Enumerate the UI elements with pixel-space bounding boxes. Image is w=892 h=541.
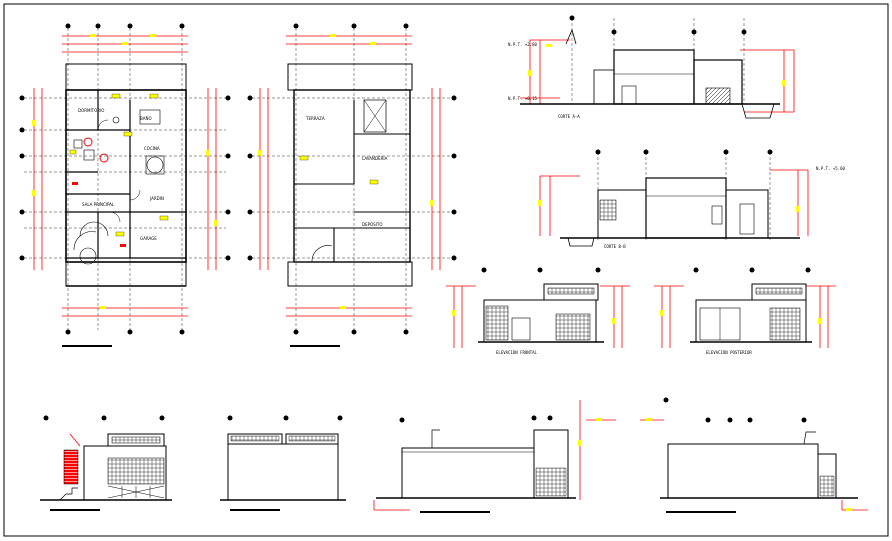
bottom-section-2: [640, 397, 868, 513]
room-label-terraza: TERRAZA: [305, 116, 325, 121]
room-label-sala: SALA PRINCIPAL: [82, 202, 115, 207]
section-b: CORTE B-B: [538, 149, 809, 249]
room-label-deposito: DEPOSITO: [362, 222, 382, 227]
room-label-cocina: COCINA: [144, 146, 160, 151]
room-label-bano: BAÑO: [140, 116, 152, 121]
elevation-front-title: ELEVACION FRONTAL: [496, 350, 538, 355]
bottom-section-1: [373, 400, 616, 513]
room-label-jardin: JARDIN: [149, 196, 164, 201]
room-label-dormitorio: DORMITORIO: [78, 108, 104, 113]
section-b-title: CORTE B-B: [604, 244, 626, 249]
room-label-garage: GARAGE: [140, 236, 157, 241]
elevation-rear-title: ELEVACION POSTERIOR: [706, 350, 752, 355]
elevation-rear: ELEVACION POSTERIOR: [654, 267, 836, 355]
ground-floor-plan: DORMITORIO BAÑO COCINA SALA PRINCIPAL JA…: [19, 23, 231, 347]
room-label-lavanderia: LAVANDERIA: [362, 156, 388, 161]
bottom-elevation-2: [220, 415, 346, 511]
upper-floor-plan: TERRAZA LAVANDERIA DEPOSITO: [247, 23, 457, 347]
bottom-elevation-1: [40, 415, 172, 511]
section-a-title: CORTE A-A: [558, 114, 580, 119]
level-tag-2: N.P.T. +2.80: [508, 42, 537, 47]
section-a: CORTE A-A: [520, 15, 795, 119]
level-tag-1: N.P.T. +0.15: [508, 96, 537, 101]
level-tag-3: N.P.T. +5.60: [816, 166, 845, 171]
elevation-front: ELEVACION FRONTAL: [446, 267, 630, 355]
sheet-border: [3, 3, 889, 537]
